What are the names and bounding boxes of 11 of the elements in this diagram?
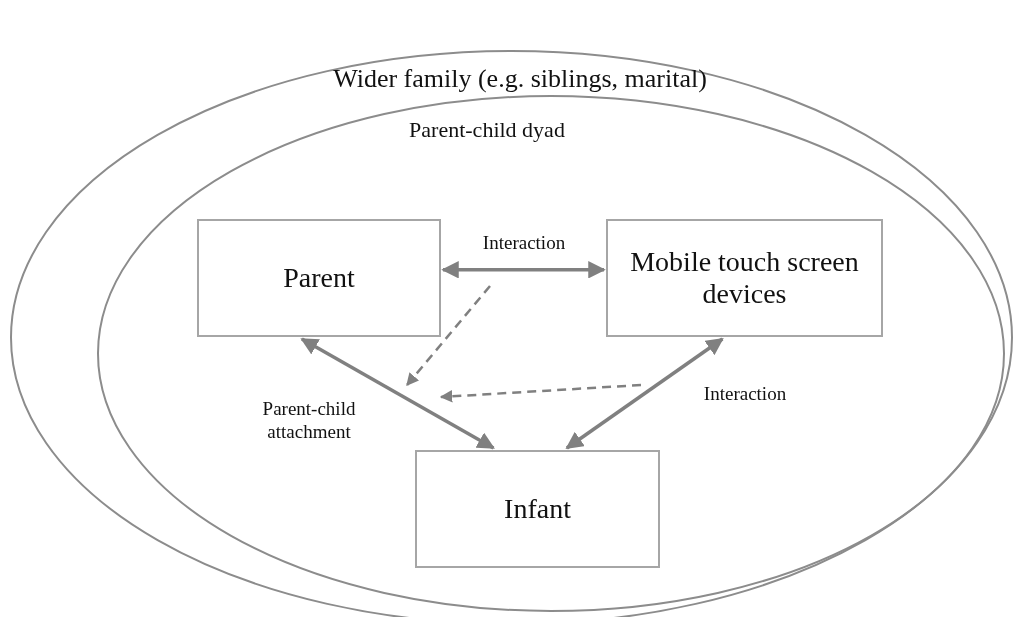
double-arrow: [441, 261, 606, 279]
entity-box: [606, 219, 883, 337]
double-arrow: [300, 337, 495, 450]
entity-box: [197, 219, 441, 337]
double-arrow: [565, 337, 724, 450]
group-label: Parent-child dyad: [408, 117, 566, 143]
entity-label: Infant: [503, 492, 572, 526]
group-label: Wider family (e.g. siblings, marital): [332, 64, 708, 94]
entity-box: [415, 450, 660, 568]
entity-label: Mobile touch screen devices: [629, 245, 860, 311]
entity-label: Parent: [282, 261, 356, 295]
